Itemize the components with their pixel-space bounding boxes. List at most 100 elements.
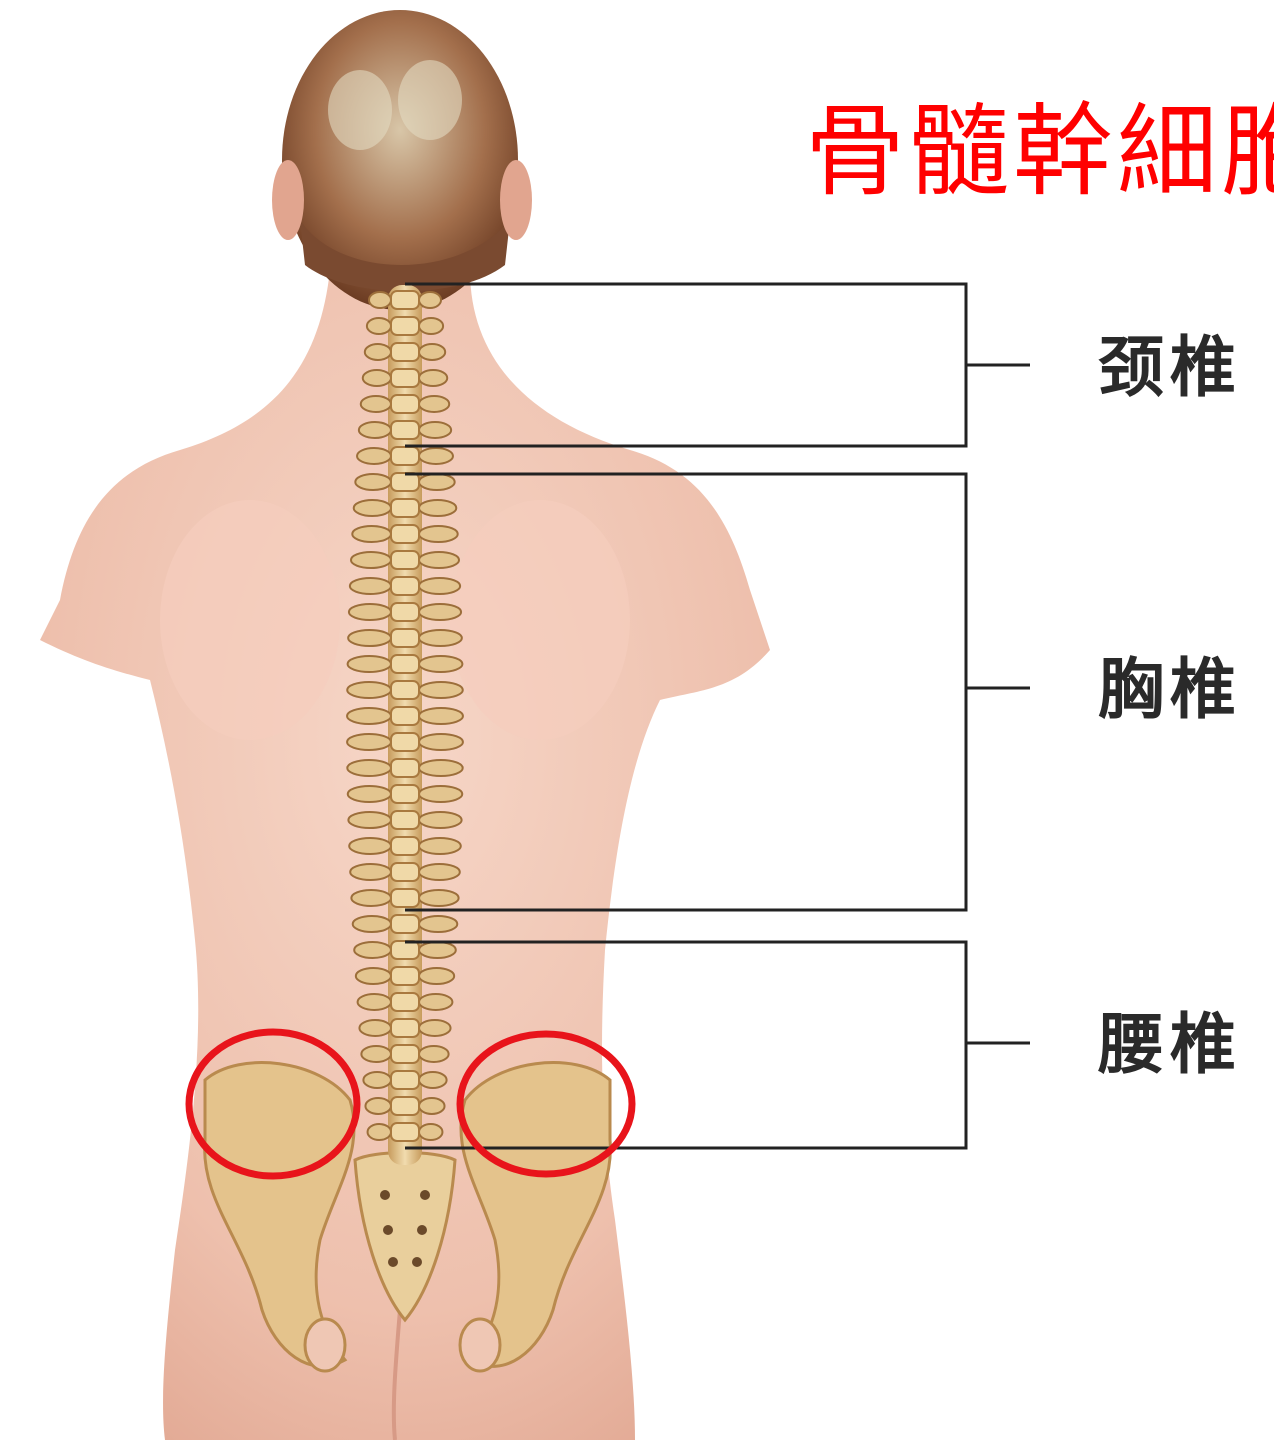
vertebra-process: [368, 1124, 391, 1140]
vertebra-body: [391, 499, 419, 517]
vertebra-process: [347, 760, 391, 776]
vertebra-body: [391, 629, 419, 647]
vertebra-process: [353, 916, 391, 932]
vertebra-process: [349, 838, 391, 854]
vertebra-process: [419, 344, 445, 360]
vertebra-process: [351, 552, 391, 568]
vertebra-body: [391, 785, 419, 803]
vertebra-body: [391, 811, 419, 829]
label-thoracic: 胸椎: [1098, 650, 1242, 730]
vertebra-body: [391, 1123, 419, 1141]
vertebra-process: [419, 916, 457, 932]
vertebra-body: [391, 655, 419, 673]
vertebra-process: [419, 890, 459, 906]
vertebra-body: [391, 1071, 419, 1089]
vertebra-process: [365, 344, 391, 360]
vertebra-body: [391, 447, 419, 465]
vertebra-body: [391, 343, 419, 361]
vertebra-process: [419, 474, 455, 490]
vertebra-process: [350, 864, 391, 880]
vertebra-process: [419, 864, 460, 880]
vertebra-process: [419, 1124, 442, 1140]
vertebra-process: [419, 682, 463, 698]
vertebra-process: [357, 448, 391, 464]
vertebra-process: [419, 630, 462, 646]
vertebra-process: [363, 1072, 391, 1088]
vertebra-process: [359, 1020, 391, 1036]
vertebra-process: [347, 682, 391, 698]
vertebra-process: [348, 656, 391, 672]
vertebra-body: [391, 1019, 419, 1037]
vertebra-process: [419, 1072, 447, 1088]
vertebra-body: [391, 915, 419, 933]
vertebra-process: [355, 474, 391, 490]
vertebra-process: [350, 578, 391, 594]
vertebra-body: [391, 681, 419, 699]
vertebra-body: [391, 1097, 419, 1115]
vertebra-body: [391, 941, 419, 959]
label-cervical: 颈椎: [1098, 328, 1242, 408]
vertebra-process: [351, 890, 391, 906]
vertebra-body: [391, 759, 419, 777]
vertebra-process: [419, 604, 461, 620]
vertebra-process: [419, 370, 447, 386]
vertebra-process: [359, 422, 391, 438]
vertebra-process: [419, 318, 443, 334]
vertebra-process: [419, 448, 453, 464]
vertebra-process: [419, 942, 456, 958]
vertebra-process: [347, 708, 391, 724]
vertebra-body: [391, 837, 419, 855]
vertebra-process: [419, 500, 456, 516]
vertebra-process: [354, 500, 391, 516]
vertebra-process: [356, 968, 391, 984]
vertebra-process: [419, 968, 454, 984]
vertebra-body: [391, 395, 419, 413]
vertebra-process: [419, 1098, 445, 1114]
vertebra-process: [419, 396, 449, 412]
vertebra-process: [349, 604, 391, 620]
vertebra-process: [419, 292, 441, 308]
label-lumbar: 腰椎: [1098, 1005, 1242, 1085]
vertebra-process: [363, 370, 391, 386]
vertebra-process: [367, 318, 391, 334]
vertebra-process: [419, 760, 463, 776]
vertebra-process: [365, 1098, 391, 1114]
vertebra-process: [358, 994, 391, 1010]
vertebra-body: [391, 863, 419, 881]
vertebra-process: [352, 526, 391, 542]
vertebra-process: [348, 786, 391, 802]
vertebra-body: [391, 733, 419, 751]
vertebra-body: [391, 421, 419, 439]
vertebra-body: [391, 291, 419, 309]
vertebra-process: [419, 838, 461, 854]
vertebra-process: [419, 786, 462, 802]
vertebra-process: [369, 292, 391, 308]
vertebra-process: [361, 1046, 391, 1062]
vertebra-process: [348, 630, 391, 646]
vertebra-process: [419, 526, 458, 542]
vertebra-process: [419, 708, 463, 724]
vertebra-body: [391, 993, 419, 1011]
vertebra-process: [348, 812, 391, 828]
vertebra-process: [419, 812, 462, 828]
vertebra-process: [419, 994, 452, 1010]
vertebra-process: [419, 1046, 449, 1062]
vertebra-body: [391, 707, 419, 725]
vertebra-body: [391, 473, 419, 491]
vertebra-body: [391, 1045, 419, 1063]
page-title: 骨髓幹細胞: [805, 92, 1274, 212]
vertebra-process: [354, 942, 391, 958]
vertebra-body: [391, 317, 419, 335]
vertebra-body: [391, 889, 419, 907]
vertebra-body: [391, 551, 419, 569]
vertebra-body: [391, 369, 419, 387]
vertebra-body: [391, 577, 419, 595]
vertebra-body: [391, 967, 419, 985]
vertebra-process: [419, 578, 460, 594]
vertebra-process: [419, 656, 462, 672]
vertebra-process: [419, 734, 463, 750]
vertebra-body: [391, 603, 419, 621]
vertebra-process: [419, 552, 459, 568]
